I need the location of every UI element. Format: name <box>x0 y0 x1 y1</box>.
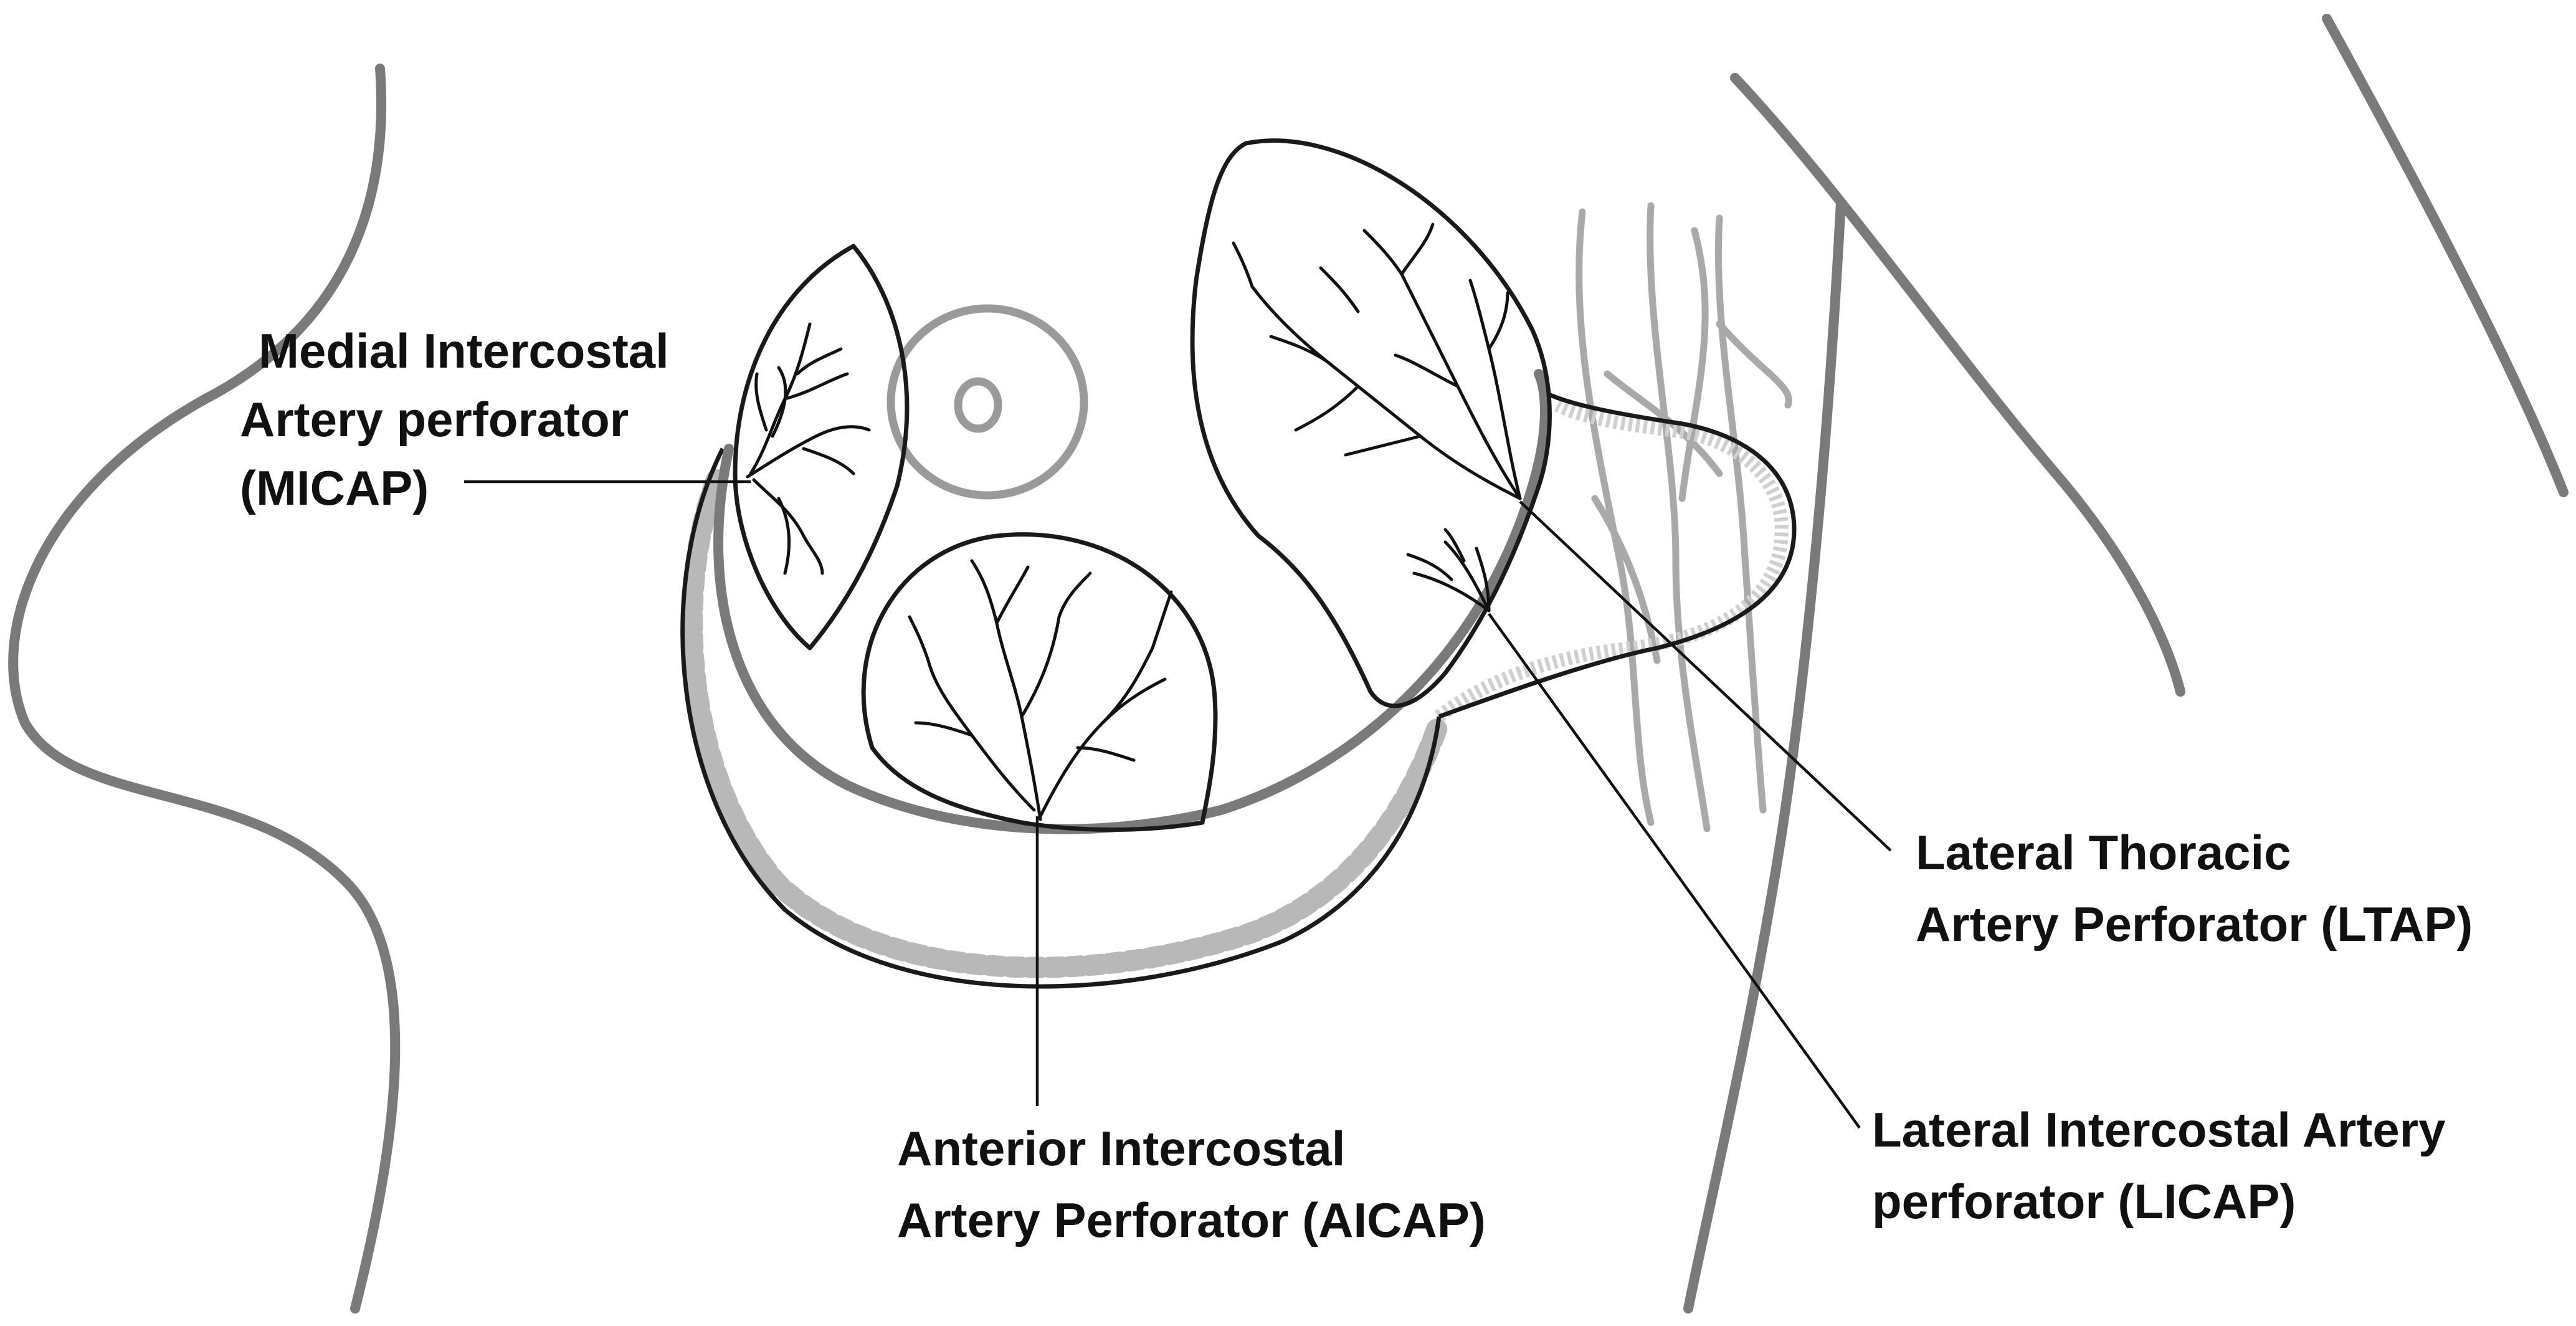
muscle-fibers <box>1576 202 1792 832</box>
torso-side-outline <box>1683 198 1846 1314</box>
ltap-vessel-tree <box>1232 222 1522 500</box>
aicap-label-line1: Anterior Intercostal <box>897 1121 1345 1176</box>
aicap-flap <box>861 532 1218 832</box>
micap-label: Medial Intercostal Artery perforator (MI… <box>240 323 669 515</box>
aicap-label-line2: Artery Perforator (AICAP) <box>897 1193 1486 1247</box>
licap-label-line2: perforator (LICAP) <box>1872 1174 2296 1229</box>
licap-leader <box>1488 613 1861 1129</box>
breast-inferior-pole <box>713 369 1550 834</box>
micap-flap-outline <box>733 244 910 651</box>
contralateral-breast-outline <box>8 64 401 1314</box>
micap-flap <box>733 244 910 651</box>
body-silhouette <box>8 14 2569 1314</box>
licap-label-line1: Lateral Intercostal Artery <box>1872 1102 2445 1157</box>
aicap-label: Anterior Intercostal Artery Perforator (… <box>897 1121 1486 1247</box>
inframammary-band-outer <box>680 447 1442 989</box>
licap-label: Lateral Intercostal Artery perforator (L… <box>1872 1102 2445 1229</box>
ltap-label: Lateral Thoracic Artery Perforator (LTAP… <box>1916 825 2473 952</box>
micap-label-line3: (MICAP) <box>240 460 429 515</box>
licap-vessel-tree <box>1406 528 1491 613</box>
lateral-extension-outline <box>1438 390 1797 719</box>
ltap-flap <box>1190 138 1552 708</box>
nipple <box>954 377 1002 433</box>
areola <box>886 304 1088 500</box>
ltap-label-line1: Lateral Thoracic <box>1916 825 2291 880</box>
ltap-label-line2: Artery Perforator (LTAP) <box>1916 897 2473 952</box>
aicap-vessel-tree <box>908 559 1173 821</box>
nipple-areola <box>886 304 1088 500</box>
ltap-leader <box>1519 500 1892 852</box>
lateral-chest-outline <box>1730 73 2185 697</box>
leader-lines <box>464 480 1892 1129</box>
back-outline <box>2322 14 2569 497</box>
micap-vessel-tree <box>746 322 871 575</box>
micap-label-line2: Artery perforator <box>240 392 629 447</box>
inframammary-band <box>682 469 1450 978</box>
lateral-extension-band <box>1435 399 1789 722</box>
ltap-flap-outline <box>1190 138 1552 708</box>
micap-label-line1: Medial Intercostal <box>259 323 669 378</box>
aicap-flap-outline <box>861 532 1218 832</box>
